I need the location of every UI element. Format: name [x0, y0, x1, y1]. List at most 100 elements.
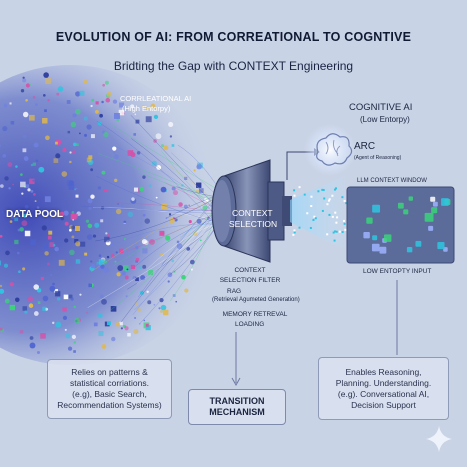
- beam-particle: [341, 196, 344, 199]
- data-particle: [55, 321, 62, 328]
- data-particle: [40, 333, 46, 339]
- data-particle: [76, 143, 79, 147]
- data-particle: [165, 217, 168, 219]
- data-particle: [150, 103, 156, 109]
- beam-particle: [345, 202, 348, 205]
- data-particle: [41, 225, 47, 231]
- data-particle: [20, 89, 25, 93]
- beam-particle: [309, 227, 312, 230]
- data-particle: [73, 341, 76, 344]
- data-particle: [153, 114, 159, 119]
- funnel-label-line2: SELECTION: [229, 219, 278, 229]
- data-particle: [25, 83, 30, 88]
- data-particle: [0, 284, 3, 288]
- data-particle: [172, 190, 179, 196]
- data-particle: [24, 204, 29, 209]
- data-particle: [2, 154, 7, 158]
- data-particle: [134, 317, 137, 319]
- data-particle: [43, 244, 48, 249]
- data-particle: [71, 334, 77, 339]
- data-particle: [165, 235, 171, 241]
- llm-context-window: [346, 186, 455, 264]
- data-particle: [86, 157, 92, 163]
- data-particle: [142, 264, 147, 269]
- context-token: [406, 246, 413, 253]
- data-particle: [21, 220, 28, 227]
- data-particle: [19, 330, 24, 334]
- beam-particle: [334, 211, 337, 214]
- data-particle: [98, 330, 104, 337]
- data-particle: [116, 272, 121, 277]
- data-particle: [87, 198, 93, 204]
- data-particle: [96, 261, 100, 266]
- data-particle: [49, 242, 55, 247]
- data-particle: [115, 322, 121, 327]
- data-particle: [101, 100, 104, 104]
- data-particle: [84, 133, 87, 137]
- data-particle: [10, 214, 15, 219]
- data-particle: [55, 141, 58, 145]
- data-particle: [65, 333, 71, 339]
- data-particle: [72, 113, 77, 118]
- llm-window-footer: LOW ENTOPTY INPUT: [363, 268, 432, 275]
- correlational-info-line: Relies on patterns &: [71, 367, 148, 377]
- beam-particle: [344, 228, 347, 231]
- data-particle: [124, 275, 129, 280]
- beam-particle: [293, 194, 296, 197]
- data-particle: [127, 332, 131, 337]
- data-stream: [110, 200, 223, 311]
- data-particle: [151, 160, 157, 166]
- data-stream: [98, 153, 223, 204]
- data-particle: [98, 254, 102, 258]
- data-particle: [33, 284, 39, 290]
- data-particle: [160, 144, 165, 148]
- data-particle: [12, 183, 14, 186]
- cognitive-info-line: Enables Reasoning,: [345, 366, 422, 377]
- data-particle: [160, 186, 167, 193]
- data-particle: [25, 184, 30, 189]
- data-particle: [117, 203, 120, 205]
- data-particle: [176, 240, 180, 244]
- context-token: [408, 196, 414, 201]
- arc-subtitle: (Agent of Reasoning): [354, 155, 402, 161]
- data-stream: [111, 124, 223, 193]
- data-particle: [148, 184, 152, 187]
- data-particle: [14, 297, 20, 303]
- data-particle: [102, 83, 106, 87]
- data-particle: [70, 297, 74, 301]
- data-particle: [45, 135, 50, 141]
- data-particle: [21, 192, 24, 195]
- context-token: [383, 234, 392, 242]
- context-token: [379, 246, 387, 254]
- data-particle: [115, 251, 118, 254]
- data-particle: [27, 296, 34, 302]
- data-particle: [4, 176, 9, 181]
- data-stream: [92, 207, 223, 222]
- data-particle: [73, 305, 76, 309]
- data-particle: [63, 294, 69, 300]
- data-particle: [62, 307, 67, 312]
- beam-particle: [341, 231, 344, 234]
- data-particle: [161, 203, 167, 210]
- data-particle: [133, 133, 136, 136]
- data-particle: [117, 265, 124, 271]
- data-particle: [17, 228, 21, 232]
- data-particle: [79, 132, 81, 135]
- data-stream: [138, 218, 223, 325]
- context-token: [441, 198, 449, 206]
- data-pool-label: DATA POOL: [6, 209, 64, 220]
- data-particle: [136, 151, 141, 155]
- data-stream: [114, 202, 223, 213]
- beam-particle: [343, 199, 346, 202]
- data-particle: [105, 189, 109, 192]
- data-particle: [30, 189, 34, 193]
- beam-particle: [335, 230, 338, 233]
- data-particle: [97, 186, 101, 190]
- data-particle: [84, 252, 88, 256]
- beam-particle: [332, 231, 335, 234]
- data-particle: [116, 118, 120, 122]
- data-particle: [105, 97, 111, 103]
- context-token: [437, 241, 445, 250]
- data-particle: [90, 260, 93, 263]
- data-particle: [3, 263, 8, 268]
